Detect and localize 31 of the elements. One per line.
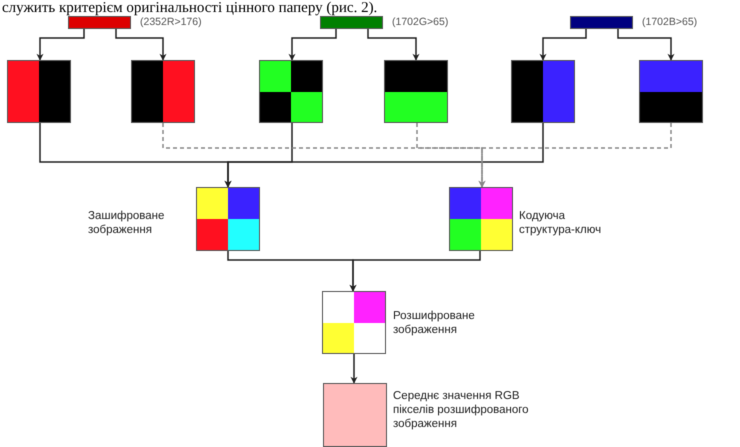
node-caption: Середнє значення RGB пікселів розшифрованого зображення	[393, 389, 530, 431]
node-caption: Зашифроване зображення	[88, 209, 166, 237]
arrow	[478, 123, 672, 188]
color-block	[639, 60, 703, 123]
node-caption: Розшифроване зображення	[393, 309, 476, 337]
color-block	[323, 383, 387, 447]
color-block	[259, 60, 323, 123]
color-block	[320, 16, 383, 29]
arrow	[36, 29, 85, 61]
color-block	[68, 16, 131, 29]
color-block	[384, 60, 448, 123]
node-caption: (1702G>65)	[392, 15, 448, 29]
arrow	[617, 29, 674, 61]
arrow	[367, 29, 420, 61]
color-block	[322, 291, 386, 354]
node-caption: (2352R>176)	[140, 16, 202, 29]
node-caption: Кодуюча структура-ключ	[519, 209, 602, 237]
color-block	[511, 60, 575, 123]
arrow	[288, 29, 337, 61]
color-block	[449, 187, 513, 251]
arrow	[224, 123, 544, 188]
node-caption: (1702B>65)	[642, 15, 698, 29]
arrow	[350, 251, 481, 292]
color-block	[570, 16, 633, 29]
arrow	[350, 354, 358, 384]
arrow	[115, 29, 166, 61]
color-block	[131, 60, 195, 123]
body-text: служить критерієм оригінальності цінного паперу (рис. 2).	[2, 0, 378, 17]
arrow	[540, 29, 587, 61]
color-block	[7, 60, 71, 123]
color-block	[196, 187, 260, 251]
